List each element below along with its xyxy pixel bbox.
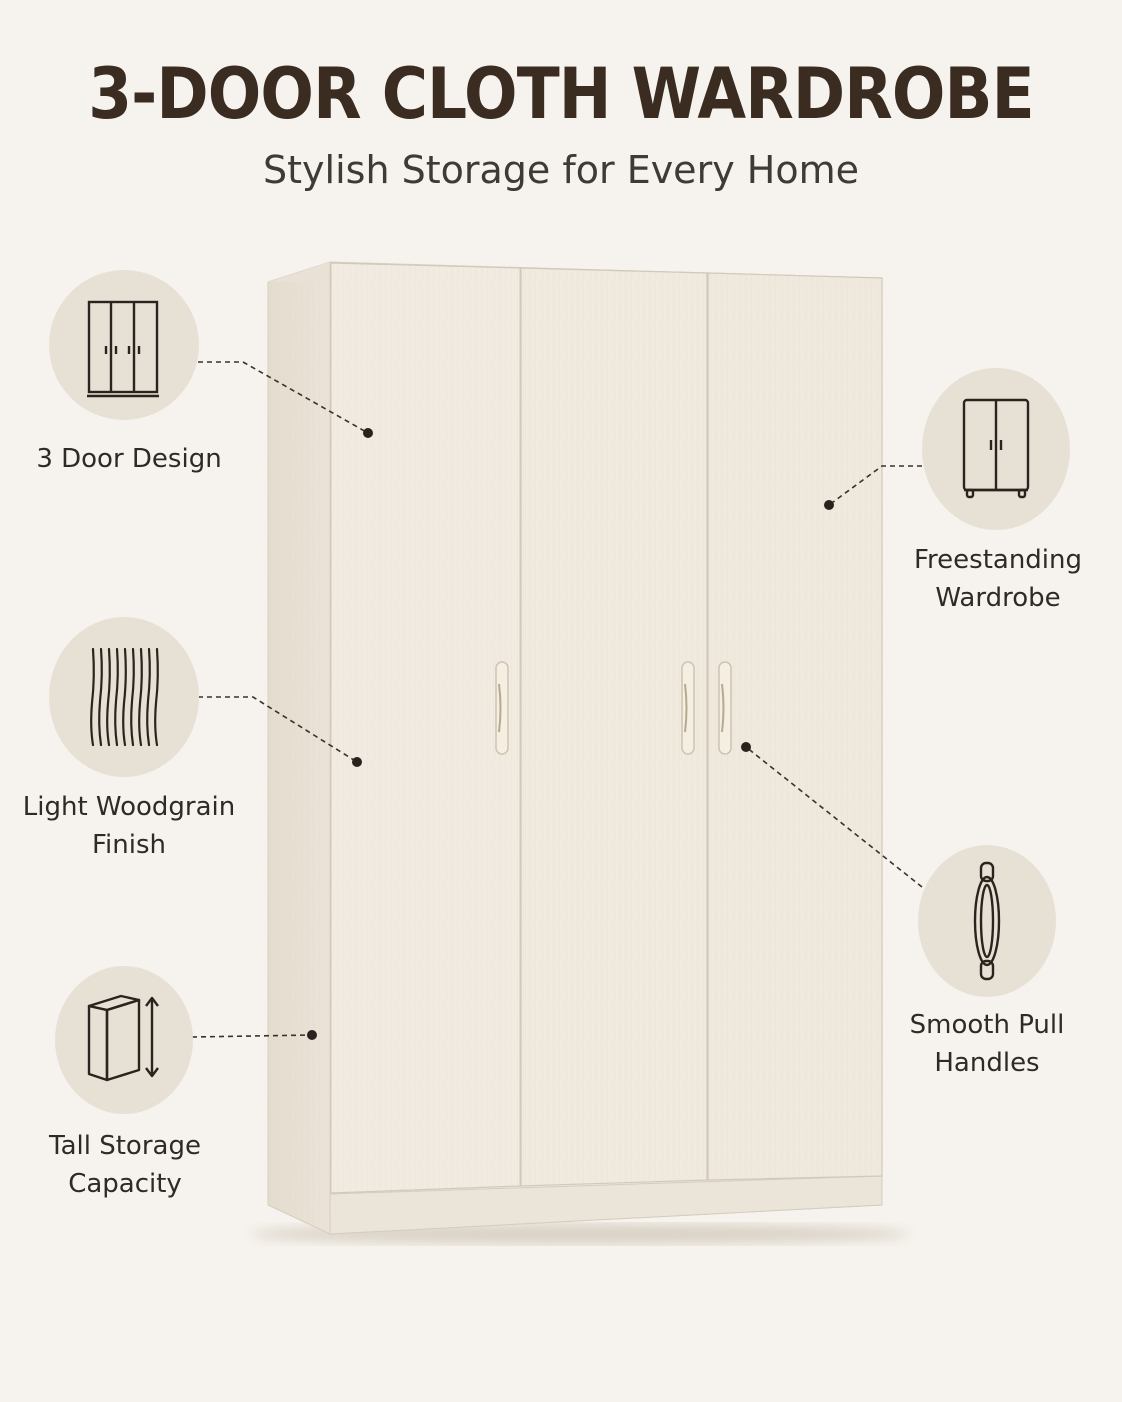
pull-handle-icon [973, 861, 1001, 981]
wardrobe-plinth [329, 1175, 883, 1235]
callout-dot-woodgrain [352, 757, 362, 767]
wardrobe-three-door-icon [87, 300, 159, 398]
door-handle-left [495, 661, 509, 755]
door-handle-middle [681, 661, 695, 755]
callout-dot-freestanding [824, 500, 834, 510]
feature-label-handles: Smooth Pull Handles [909, 1010, 1065, 1078]
leader-line-tall-storage [191, 1034, 313, 1038]
feature-circle-handles [918, 845, 1056, 997]
leader-line-freestanding [828, 465, 922, 506]
door-handle-right [718, 661, 732, 755]
feature-label-woodgrain: Light Woodgrain Finish [22, 792, 236, 860]
feature-label-freestanding: Freestanding Wardrobe [913, 545, 1083, 613]
feature-label-tall-storage: Tall Storage Capacity [49, 1131, 201, 1199]
feature-label-door-design: 3 Door Design [36, 444, 222, 474]
callout-dot-door-design [363, 428, 373, 438]
callout-dot-handles [741, 742, 751, 752]
freestanding-wardrobe-icon [962, 398, 1030, 499]
leader-line-woodgrain [198, 696, 358, 763]
feature-circle-tall-storage [55, 966, 193, 1114]
page-subtitle: Stylish Storage for Every Home [263, 148, 859, 192]
tall-box-icon [87, 994, 159, 1082]
feature-circle-door-design [49, 270, 199, 420]
feature-circle-freestanding [922, 368, 1070, 530]
leader-line-door-design [198, 361, 369, 434]
feature-circle-woodgrain [49, 617, 199, 777]
callout-dot-tall-storage [307, 1030, 317, 1040]
leader-line-handles [745, 746, 923, 888]
woodgrain-icon [90, 647, 159, 747]
page-title: 3-DOOR CLOTH WARDROBE [88, 53, 1035, 135]
